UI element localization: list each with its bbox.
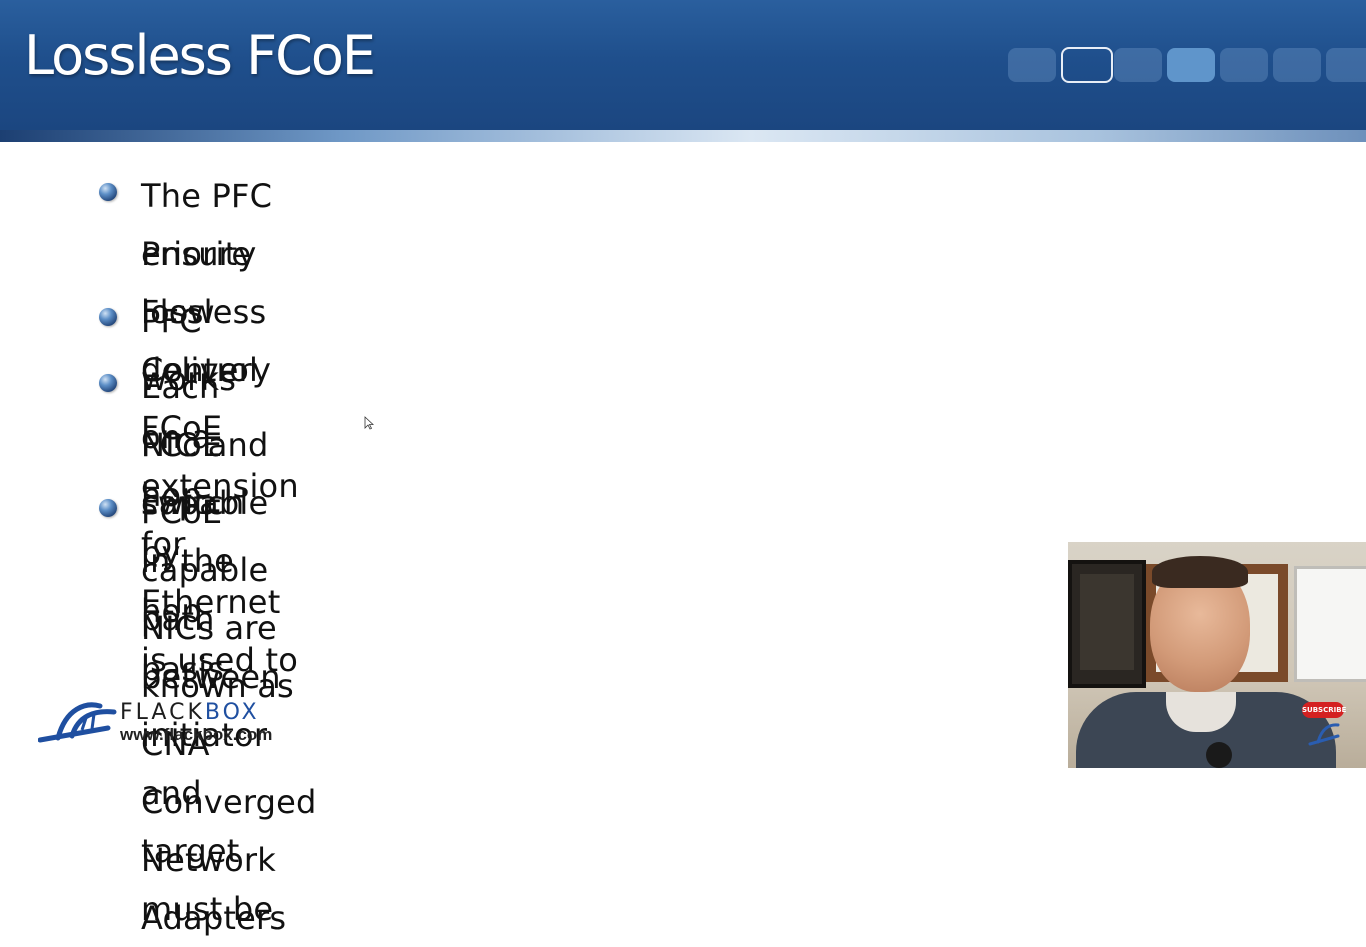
slide-indicator-dot bbox=[1008, 48, 1056, 82]
logo-url: www.flackbox.com bbox=[120, 725, 273, 744]
wall-certificate bbox=[1068, 560, 1146, 688]
bullet-line: The PFC Priority Flow Control FCoE exten… bbox=[141, 177, 299, 679]
slide-title: Lossless FCoE bbox=[24, 24, 376, 87]
bullet-icon bbox=[99, 499, 117, 517]
presenter-hair bbox=[1152, 556, 1248, 588]
slide-indicator-dot bbox=[1114, 48, 1162, 82]
bridge-logo-icon bbox=[1308, 723, 1340, 746]
subscribe-button[interactable]: SUBSCRIBE bbox=[1302, 702, 1346, 718]
slide-indicator-dot bbox=[1167, 48, 1215, 82]
slide-indicator-dot bbox=[1061, 47, 1113, 83]
bullet-line: ensure lossless delivery bbox=[141, 235, 272, 389]
bullet-icon bbox=[99, 308, 117, 326]
presenter-collar bbox=[1166, 692, 1236, 732]
slide-header: Lossless FCoE bbox=[0, 0, 1366, 130]
microphone bbox=[1206, 742, 1232, 768]
logo-wordmark-part1: FLACK bbox=[120, 700, 205, 725]
slide-indicator-dot bbox=[1273, 48, 1321, 82]
slide-indicator-dot bbox=[1220, 48, 1268, 82]
bullet-icon bbox=[99, 183, 117, 201]
bridge-logo-icon bbox=[38, 702, 117, 743]
flackbox-logo: FLACKBOX www.flackbox.com bbox=[38, 698, 298, 750]
logo-wordmark-part2: BOX bbox=[204, 700, 260, 725]
bullet-icon bbox=[99, 374, 117, 392]
bullet-line: FCoE capable bbox=[141, 426, 269, 522]
slide-indicator-dot bbox=[1326, 48, 1366, 82]
mouse-cursor-icon bbox=[364, 416, 374, 430]
header-divider bbox=[0, 130, 1366, 142]
logo-wordmark: FLACKBOX bbox=[120, 700, 260, 725]
bullet-line: PFC works on a hop by hop basis bbox=[141, 302, 237, 688]
wall-certificate bbox=[1294, 566, 1366, 682]
webcam-overlay: SUBSCRIBE bbox=[1068, 542, 1366, 768]
